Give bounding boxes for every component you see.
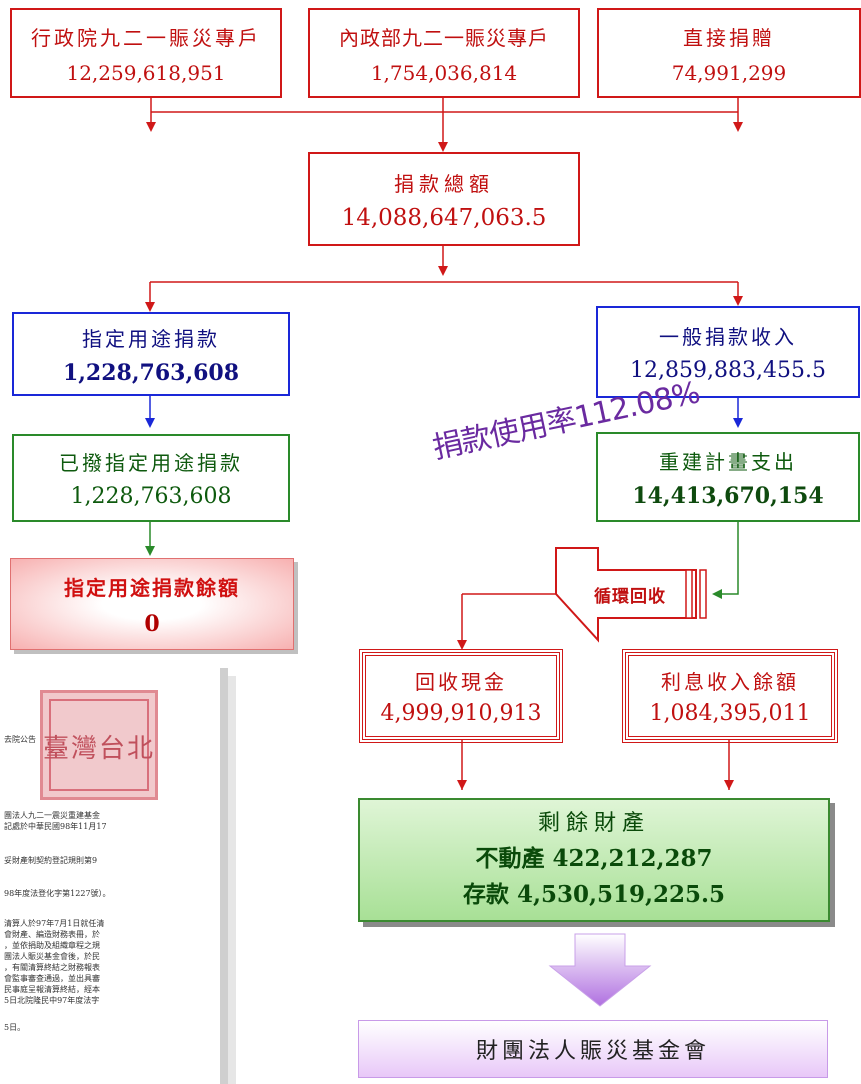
source-label: 行政院九二一賑災專戶 <box>31 25 261 50</box>
doc-line: 5日。 <box>4 1023 26 1032</box>
doc-line: 清算人於97年7月1日就任清 <box>4 919 105 928</box>
surplus-property-box: 剩餘財產 不動產 422,212,287 存款 4,530,519,225.5 <box>358 798 830 922</box>
recovered-cash-amount: 4,999,910,913 <box>380 701 542 726</box>
doc-line: 記處於中華民國98年11月17 <box>4 822 107 831</box>
designated-used-amount: 1,228,763,608 <box>70 484 232 509</box>
recovered-cash-box: 回收現金 4,999,910,913 <box>359 649 563 743</box>
doc-line: 妥財產制契約登記規則第9 <box>4 856 98 865</box>
purple-down-arrow <box>548 933 652 1007</box>
source-box-executive-yuan: 行政院九二一賑災專戶 12,259,618,951 <box>10 8 282 98</box>
recycle-arrow <box>555 547 707 643</box>
surplus-deposit: 存款 4,530,519,225.5 <box>462 881 726 908</box>
court-announcement-document: 臺灣台北 去院公告 團法人九二一震災重建基金 記處於中華民國98年11月17 妥… <box>0 660 220 1084</box>
designated-balance-amount: 0 <box>144 610 160 637</box>
doc-line: 民事庭呈報清算終結，經本 <box>4 985 100 994</box>
recovered-cash-label: 回收現金 <box>415 670 507 694</box>
doc-line: 5日北院隆民中97年度法字 <box>4 996 100 1005</box>
source-amount: 74,991,299 <box>671 60 787 85</box>
general-label: 一般捐款收入 <box>659 325 797 349</box>
doc-line: 會監事審查通過，並出具審 <box>4 974 100 983</box>
official-seal: 臺灣台北 <box>40 690 158 800</box>
doc-line: 去院公告 <box>4 735 36 744</box>
foundation-box: 財團法人賑災基金會 <box>358 1020 828 1078</box>
surplus-real-estate: 不動產 422,212,287 <box>475 845 713 872</box>
source-box-interior-ministry: 內政部九二一賑災專戶 1,754,036,814 <box>308 8 580 98</box>
source-amount: 1,754,036,814 <box>370 60 518 85</box>
designated-used-box: 已撥指定用途捐款 1,228,763,608 <box>12 434 290 522</box>
rebuild-amount: 14,413,670,154 <box>632 482 824 509</box>
source-label: 直接捐贈 <box>683 25 775 50</box>
total-label: 捐款總額 <box>394 171 494 196</box>
source-box-direct-donation: 直接捐贈 74,991,299 <box>597 8 861 98</box>
doc-line: 團法人賑災基金會後，於民 <box>4 952 100 961</box>
surplus-title: 剩餘財產 <box>537 811 650 836</box>
designated-label: 指定用途捐款 <box>82 326 220 351</box>
doc-line: ，並依捐助及組織章程之規 <box>4 941 100 950</box>
doc-line: 98年度法登化字第1227號）。 <box>4 889 111 898</box>
interest-income-box: 利息收入餘額 1,084,395,011 <box>622 649 838 743</box>
doc-line: ，有關清算終結之財務報表 <box>4 963 100 972</box>
designated-balance-label: 指定用途捐款餘額 <box>64 575 240 600</box>
designated-balance-box: 指定用途捐款餘額 0 <box>10 558 294 650</box>
source-label: 內政部九二一賑災專戶 <box>339 25 549 50</box>
doc-line: 團法人九二一震災重建基金 <box>4 811 100 820</box>
interest-label: 利息收入餘額 <box>661 670 799 694</box>
total-amount: 14,088,647,063.5 <box>341 204 547 231</box>
rebuild-label: 重建計畫支出 <box>659 449 797 474</box>
recycle-label: 循環回收 <box>594 587 666 607</box>
general-donation-box: 一般捐款收入 12,859,883,455.5 <box>596 306 860 398</box>
rebuild-expense-box: 重建計畫支出 14,413,670,154 <box>596 432 860 522</box>
designated-amount: 1,228,763,608 <box>62 359 240 386</box>
source-amount: 12,259,618,951 <box>66 60 226 85</box>
designated-used-label: 已撥指定用途捐款 <box>59 451 243 475</box>
designated-donation-box: 指定用途捐款 1,228,763,608 <box>12 312 290 396</box>
doc-line: 會財產、編造財務表冊，於 <box>4 930 100 939</box>
interest-amount: 1,084,395,011 <box>649 701 811 726</box>
total-donation-box: 捐款總額 14,088,647,063.5 <box>308 152 580 246</box>
general-amount: 12,859,883,455.5 <box>630 358 826 383</box>
